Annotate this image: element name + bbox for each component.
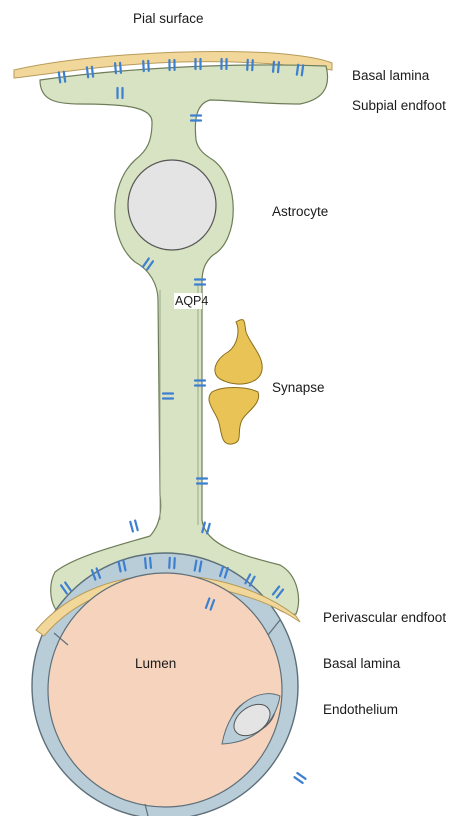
synapse-presynaptic [215,320,262,384]
pial-surface-label: Pial surface [133,11,204,26]
perivascular-endfoot-label: Perivascular endfoot [323,610,446,625]
astrocyte-cell [40,65,328,614]
basal-lamina-top-label: Basal lamina [352,68,430,83]
endothelium-label: Endothelium [323,702,398,717]
subpial-endfoot-label: Subpial endfoot [352,98,446,113]
aqp4-label: AQP4 [175,294,208,308]
aqp4-channel-icon [294,773,305,783]
basal-lamina-bottom-label: Basal lamina [323,656,401,671]
astrocyte-label: Astrocyte [272,204,328,219]
synapse-postsynaptic [209,388,259,445]
astrocyte-nucleus [128,160,216,250]
vessel-lumen [48,573,282,807]
lumen-label: Lumen [135,656,176,671]
synapse-label: Synapse [272,380,325,395]
aqp4-channel-icon [130,521,137,532]
